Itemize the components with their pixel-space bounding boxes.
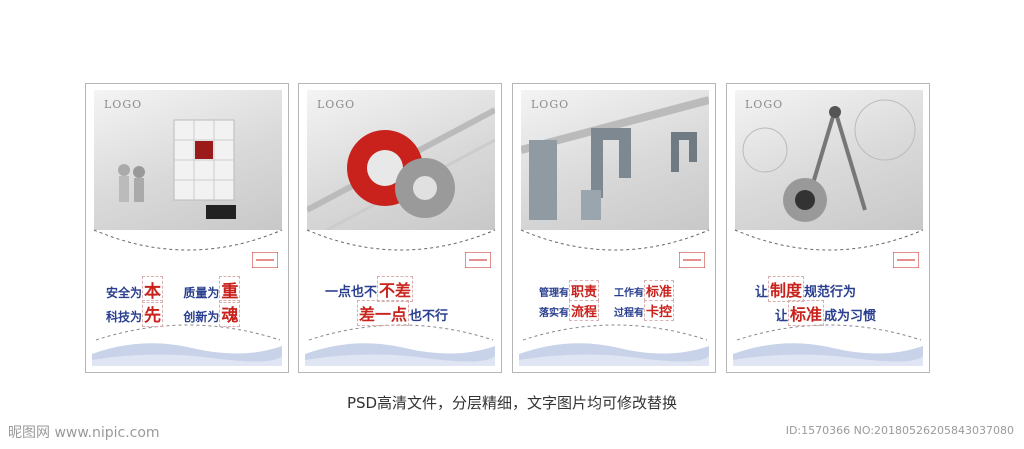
poster-panel-1: LOGO 安全为本 质量为重 科技为先 创新为魂 — [85, 83, 289, 373]
seal-icon — [679, 252, 705, 268]
seal-icon — [465, 252, 491, 268]
landscape-graphic — [733, 343, 923, 366]
site-watermark: 昵图网 www.nipic.com — [8, 425, 160, 441]
id-watermark: ID:1570366 NO:20180526205843037080 — [785, 424, 1014, 437]
slogan-line-2: 让标准成为习惯 — [775, 300, 876, 326]
blocks-illustration — [521, 96, 709, 220]
slogan-line-2: 落实有流程 过程有卡控 — [539, 300, 674, 321]
logo-placeholder: LOGO — [531, 98, 570, 111]
slogan-line-2: 差一点也不行 — [357, 300, 448, 326]
landscape-graphic — [92, 343, 282, 366]
seal-icon — [252, 252, 278, 268]
poster-panel-4: LOGO 让制度规范行为 让标准成为习惯 — [726, 83, 930, 373]
puzzle-illustration — [118, 119, 236, 219]
dashed-arc — [734, 229, 924, 341]
slogan-line-1: 让制度规范行为 — [755, 276, 856, 302]
slogan-line-1: 管理有职责 工作有标准 — [539, 280, 674, 301]
puzzle-photo: LOGO — [94, 90, 282, 230]
dashed-arc — [306, 229, 496, 341]
poster-panel-2: LOGO 一点也不不差 差一点也不行 — [298, 83, 502, 373]
landscape-graphic — [519, 343, 709, 366]
caption-text: PSD高清文件，分层精细，文字图片均可修改替换 — [346, 394, 678, 412]
logo-placeholder: LOGO — [104, 98, 143, 111]
logo-placeholder: LOGO — [745, 98, 784, 111]
seal-icon — [893, 252, 919, 268]
gear-photo: LOGO — [307, 90, 495, 230]
dashed-arc — [520, 229, 710, 341]
slogan-line-2: 科技为先 创新为魂 — [106, 300, 241, 327]
blocks-photo: LOGO — [521, 90, 709, 230]
landscape-graphic — [305, 343, 495, 366]
dashed-arc — [93, 229, 283, 341]
compass-illustration — [742, 99, 916, 222]
logo-placeholder: LOGO — [317, 98, 356, 111]
slogan-line-1: 安全为本 质量为重 — [106, 276, 241, 303]
poster-panel-3: LOGO 管理有职责 工作有标准 落实有流程 过程有卡控 — [512, 83, 716, 373]
slogan-line-1: 一点也不不差 — [325, 276, 414, 302]
gear-illustration — [307, 107, 495, 230]
compass-photo: LOGO — [735, 90, 923, 230]
